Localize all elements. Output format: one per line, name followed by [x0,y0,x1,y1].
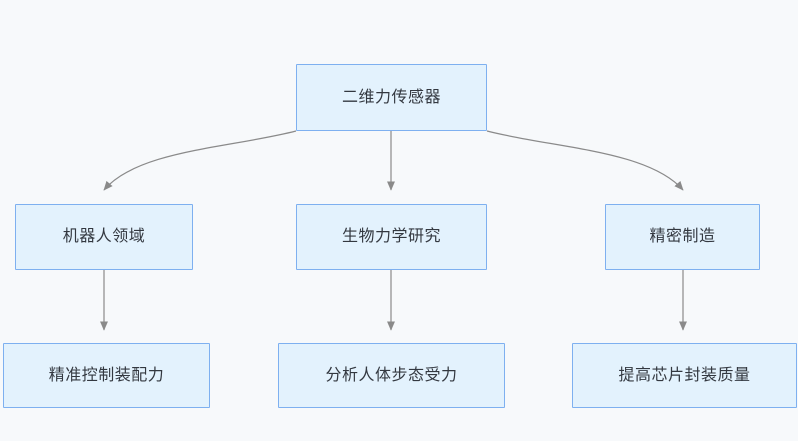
node-branch-precision-manufacturing[interactable]: 精密制造 [605,204,760,270]
node-branch-robotics[interactable]: 机器人领域 [15,204,193,270]
node-label: 精密制造 [649,228,716,246]
node-leaf-gait-force[interactable]: 分析人体步态受力 [278,343,505,408]
node-label: 分析人体步态受力 [325,366,458,384]
edge-root-to-robotics [103,130,297,191]
node-label: 提高芯片封装质量 [618,366,751,384]
node-label: 精准控制装配力 [48,366,165,384]
node-root[interactable]: 二维力传感器 [296,64,487,131]
node-leaf-assembly-force[interactable]: 精准控制装配力 [3,343,210,408]
node-leaf-chip-packaging[interactable]: 提高芯片封装质量 [572,343,797,408]
node-label: 二维力传感器 [341,88,441,106]
node-label: 生物力学研究 [341,228,441,246]
node-label: 机器人领域 [62,228,146,246]
edge-root-to-precision-manufacturing [486,130,684,191]
node-branch-biomechanics[interactable]: 生物力学研究 [296,204,487,270]
